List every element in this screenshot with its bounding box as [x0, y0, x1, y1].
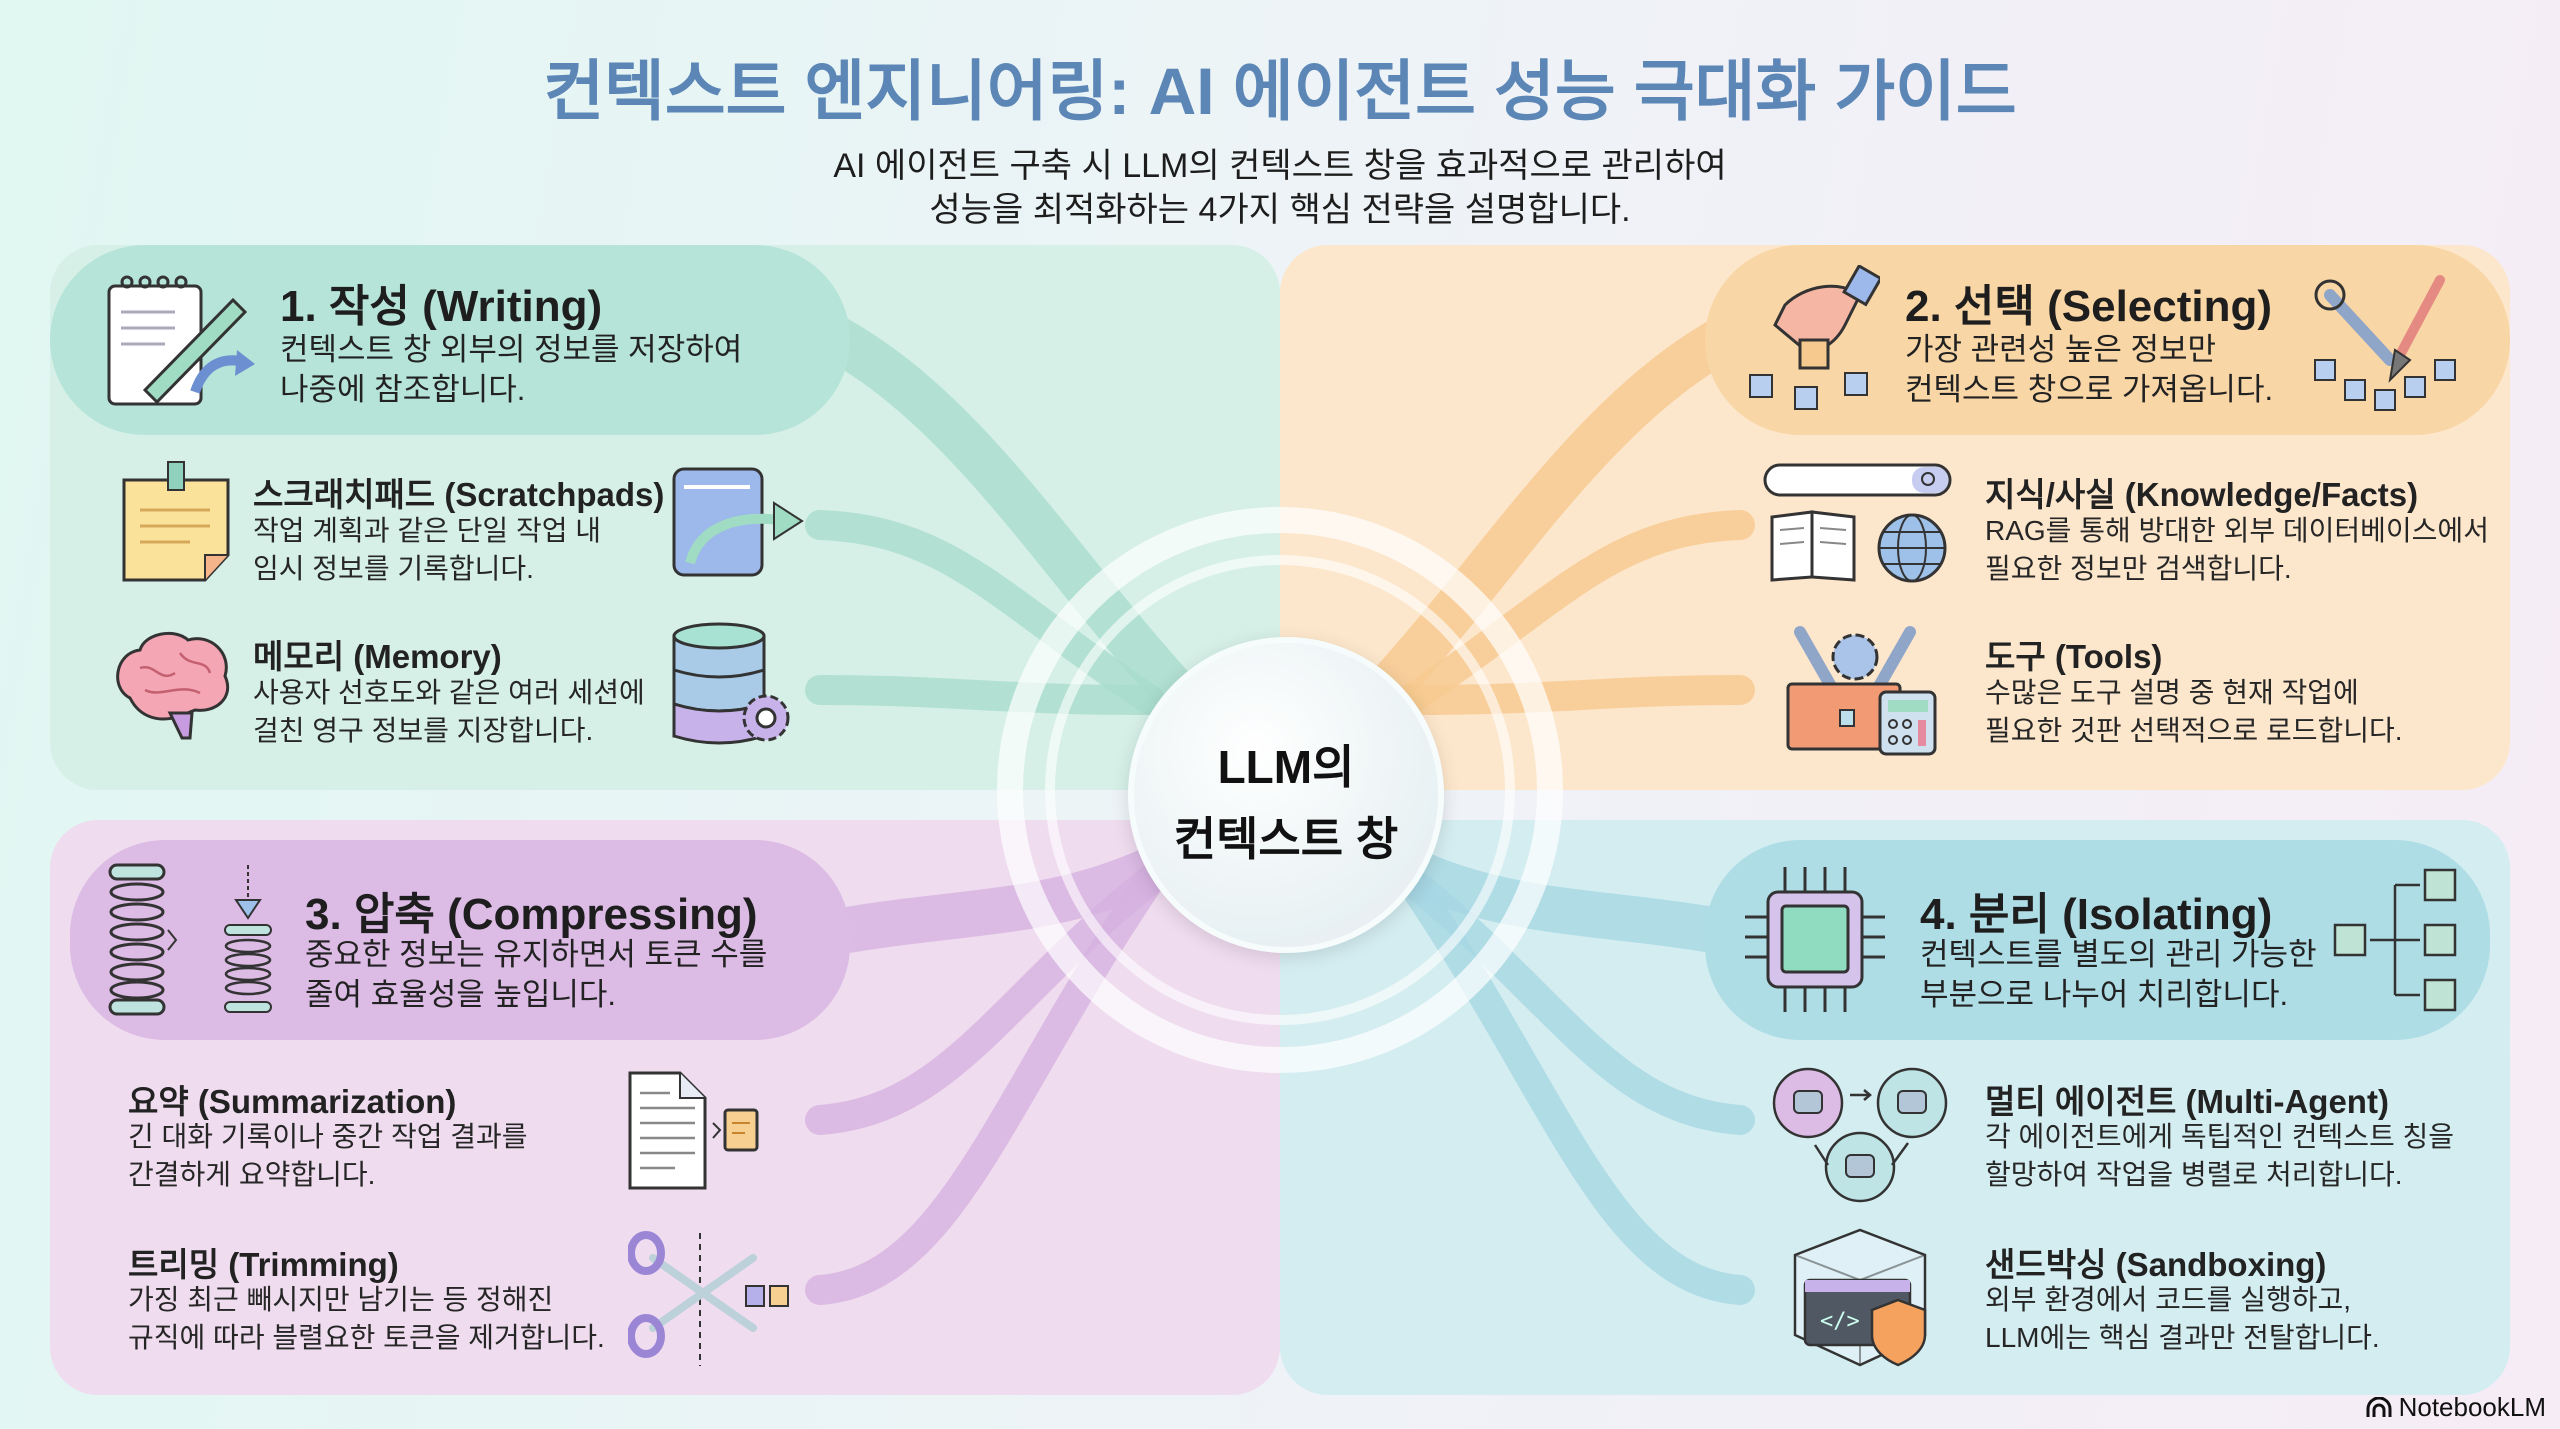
- sticky-note-icon: [122, 461, 230, 582]
- trimming-title: 트리밍 (Trimming): [128, 1246, 399, 1283]
- notebooklm-logo-icon: [2366, 1396, 2392, 1417]
- brain-icon: [116, 631, 230, 740]
- scratchpads-desc-line-2: 임시 정보를 기록합니다.: [253, 553, 534, 584]
- multi-agent-robots-icon: [1772, 1067, 1948, 1203]
- subtitle-line-2: 성능을 최적화하는 4가지 핵심 전략을 설명합니다.: [929, 191, 1631, 229]
- summarization-title: 요약 (Summarization): [128, 1083, 457, 1120]
- toolbox-icon: [1786, 626, 1937, 756]
- isolating-title: 4. 분리 (Isolating): [1920, 890, 2273, 939]
- isolating-desc-line-2: 부분으로 나누어 치리합니다.: [1920, 977, 2289, 1012]
- trimming-desc-line-1: 가징 최근 빼시지만 남기는 등 정해진: [128, 1284, 554, 1315]
- hand-picking-cube-icon: [1749, 265, 1880, 410]
- compressing-desc-line-1: 중요한 정보는 유지하면서 토큰 수를: [305, 937, 768, 972]
- notebooklm-label: NotebookLM: [2398, 1392, 2546, 1422]
- multi-agent-title: 멀티 에이전트 (Multi-Agent): [1985, 1083, 2389, 1120]
- sandboxing-desc-line-2: LLM에는 핵심 결과만 전탈합니다.: [1985, 1322, 2380, 1353]
- sandbox-cube-shield-icon: </>: [1793, 1228, 1927, 1367]
- center-label-line-2: 컨텍스트 창: [1173, 813, 1399, 865]
- compressing-title: 3. 압축 (Compressing): [305, 890, 758, 939]
- writing-desc-line-2: 나중에 참조합니다.: [280, 372, 526, 407]
- scissors-trim-icon: [628, 1231, 789, 1366]
- memory-desc-line-1: 사용자 선호도와 같은 여러 세션에: [253, 677, 645, 708]
- knowledge-facts-title: 지식/사실 (Knowledge/Facts): [1985, 476, 2419, 513]
- memory-title: 메모리 (Memory): [253, 638, 502, 675]
- center-node-llm-context-window: LLM의 컨텍스트 창: [1128, 637, 1444, 953]
- document-export-icon: [672, 467, 804, 577]
- selecting-title: 2. 선택 (Selecting): [1905, 282, 2273, 331]
- selecting-desc-line-1: 가장 관련성 높은 정보만: [1905, 332, 2217, 367]
- multi-agent-desc-line-2: 할망하여 작업을 병렬로 처리합니다.: [1985, 1159, 2403, 1190]
- knowledge-facts-desc-line-1: RAG를 통해 방대한 외부 데이터베이스에서: [1985, 515, 2489, 546]
- svg-text:</>: </>: [1820, 1309, 1860, 1334]
- multi-agent-desc-line-1: 각 에이전트에게 독팁적인 컨텍스트 칭을: [1985, 1121, 2455, 1152]
- database-gear-icon: [672, 622, 790, 745]
- subtitle-line-1: AI 에이전트 구축 시 LLM의 컨텍스트 창을 효과적으로 관리하여: [833, 147, 1727, 185]
- search-book-globe-icon: [1763, 463, 1952, 583]
- trimming-desc-line-2: 규직에 따라 블렬요한 토큰을 제거합니다.: [128, 1322, 605, 1353]
- tools-title: 도구 (Tools): [1985, 638, 2163, 675]
- compressing-header: [70, 840, 850, 1040]
- scratchpads-title: 스크래치패드 (Scratchpads): [253, 476, 665, 513]
- cpu-chip-icon: [1745, 867, 1885, 1012]
- notepad-pencil-icon: [107, 275, 255, 406]
- summarization-desc-line-1: 긴 대화 기록이나 중간 작업 결과를: [128, 1121, 528, 1152]
- wrench-brush-icon: [2314, 275, 2456, 411]
- tools-desc-line-2: 필요한 것판 선택적으로 로드합니다.: [1985, 715, 2403, 746]
- writing-title: 1. 작성 (Writing): [280, 282, 603, 331]
- knowledge-facts-desc-line-2: 필요한 정보만 검색합니다.: [1985, 553, 2292, 584]
- center-label-line-1: LLM의: [1217, 741, 1355, 793]
- compressed-spring-icon: [108, 863, 272, 1016]
- chip-network-icon: [2333, 868, 2457, 1012]
- sandboxing-desc-line-1: 외부 환경에서 코드를 실행하고,: [1985, 1284, 2351, 1315]
- memory-desc-line-2: 걸친 영구 정보를 지장합니다.: [253, 715, 594, 746]
- notebooklm-brand: NotebookLM: [2365, 1392, 2546, 1423]
- sandboxing-title: 샌드박싱 (Sandboxing): [1985, 1246, 2327, 1283]
- isolating-desc-line-1: 컨텍스트를 별도의 관리 가능한: [1920, 937, 2317, 972]
- tools-desc-line-1: 수많은 도구 설명 중 현재 작업에: [1985, 677, 2359, 708]
- page-title: 컨텍스트 엔지니어링: AI 에이전트 성능 극대화 가이드: [543, 54, 2017, 128]
- selecting-desc-line-2: 컨텍스트 창으로 가져옵니다.: [1905, 372, 2274, 407]
- compressing-desc-line-2: 줄여 효율성을 높입니다.: [305, 977, 617, 1012]
- document-summary-icon: [628, 1071, 759, 1190]
- writing-desc-line-1: 컨텍스트 창 외부의 정보를 저장하여: [280, 332, 743, 367]
- scratchpads-desc-line-1: 작업 계획과 같은 단일 작업 내: [253, 515, 602, 546]
- summarization-desc-line-2: 간결하게 요약합니다.: [128, 1159, 376, 1190]
